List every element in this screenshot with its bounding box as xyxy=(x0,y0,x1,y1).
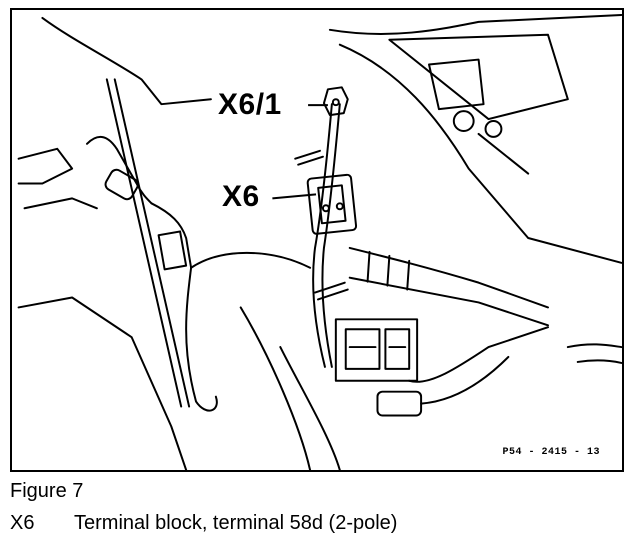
wiring-illustration xyxy=(17,13,622,470)
figure-caption: Figure 7 X6 Terminal block, terminal 58d… xyxy=(10,478,630,536)
legend-code: X6 xyxy=(10,512,35,534)
figure-title: Figure 7 xyxy=(10,480,84,502)
legend-description: Terminal block, terminal 58d (2-pole) xyxy=(74,512,398,534)
figure-reference-code: P54 - 2415 - 13 xyxy=(502,447,600,458)
legend-item: X6 Terminal block, terminal 58d (2-pole) xyxy=(10,510,630,536)
callout-x6: X6 xyxy=(220,180,262,213)
callout-x6-1: X6/1 xyxy=(216,88,284,121)
figure-frame: X6/1 X6 P54 - 2415 - 13 xyxy=(10,8,624,472)
